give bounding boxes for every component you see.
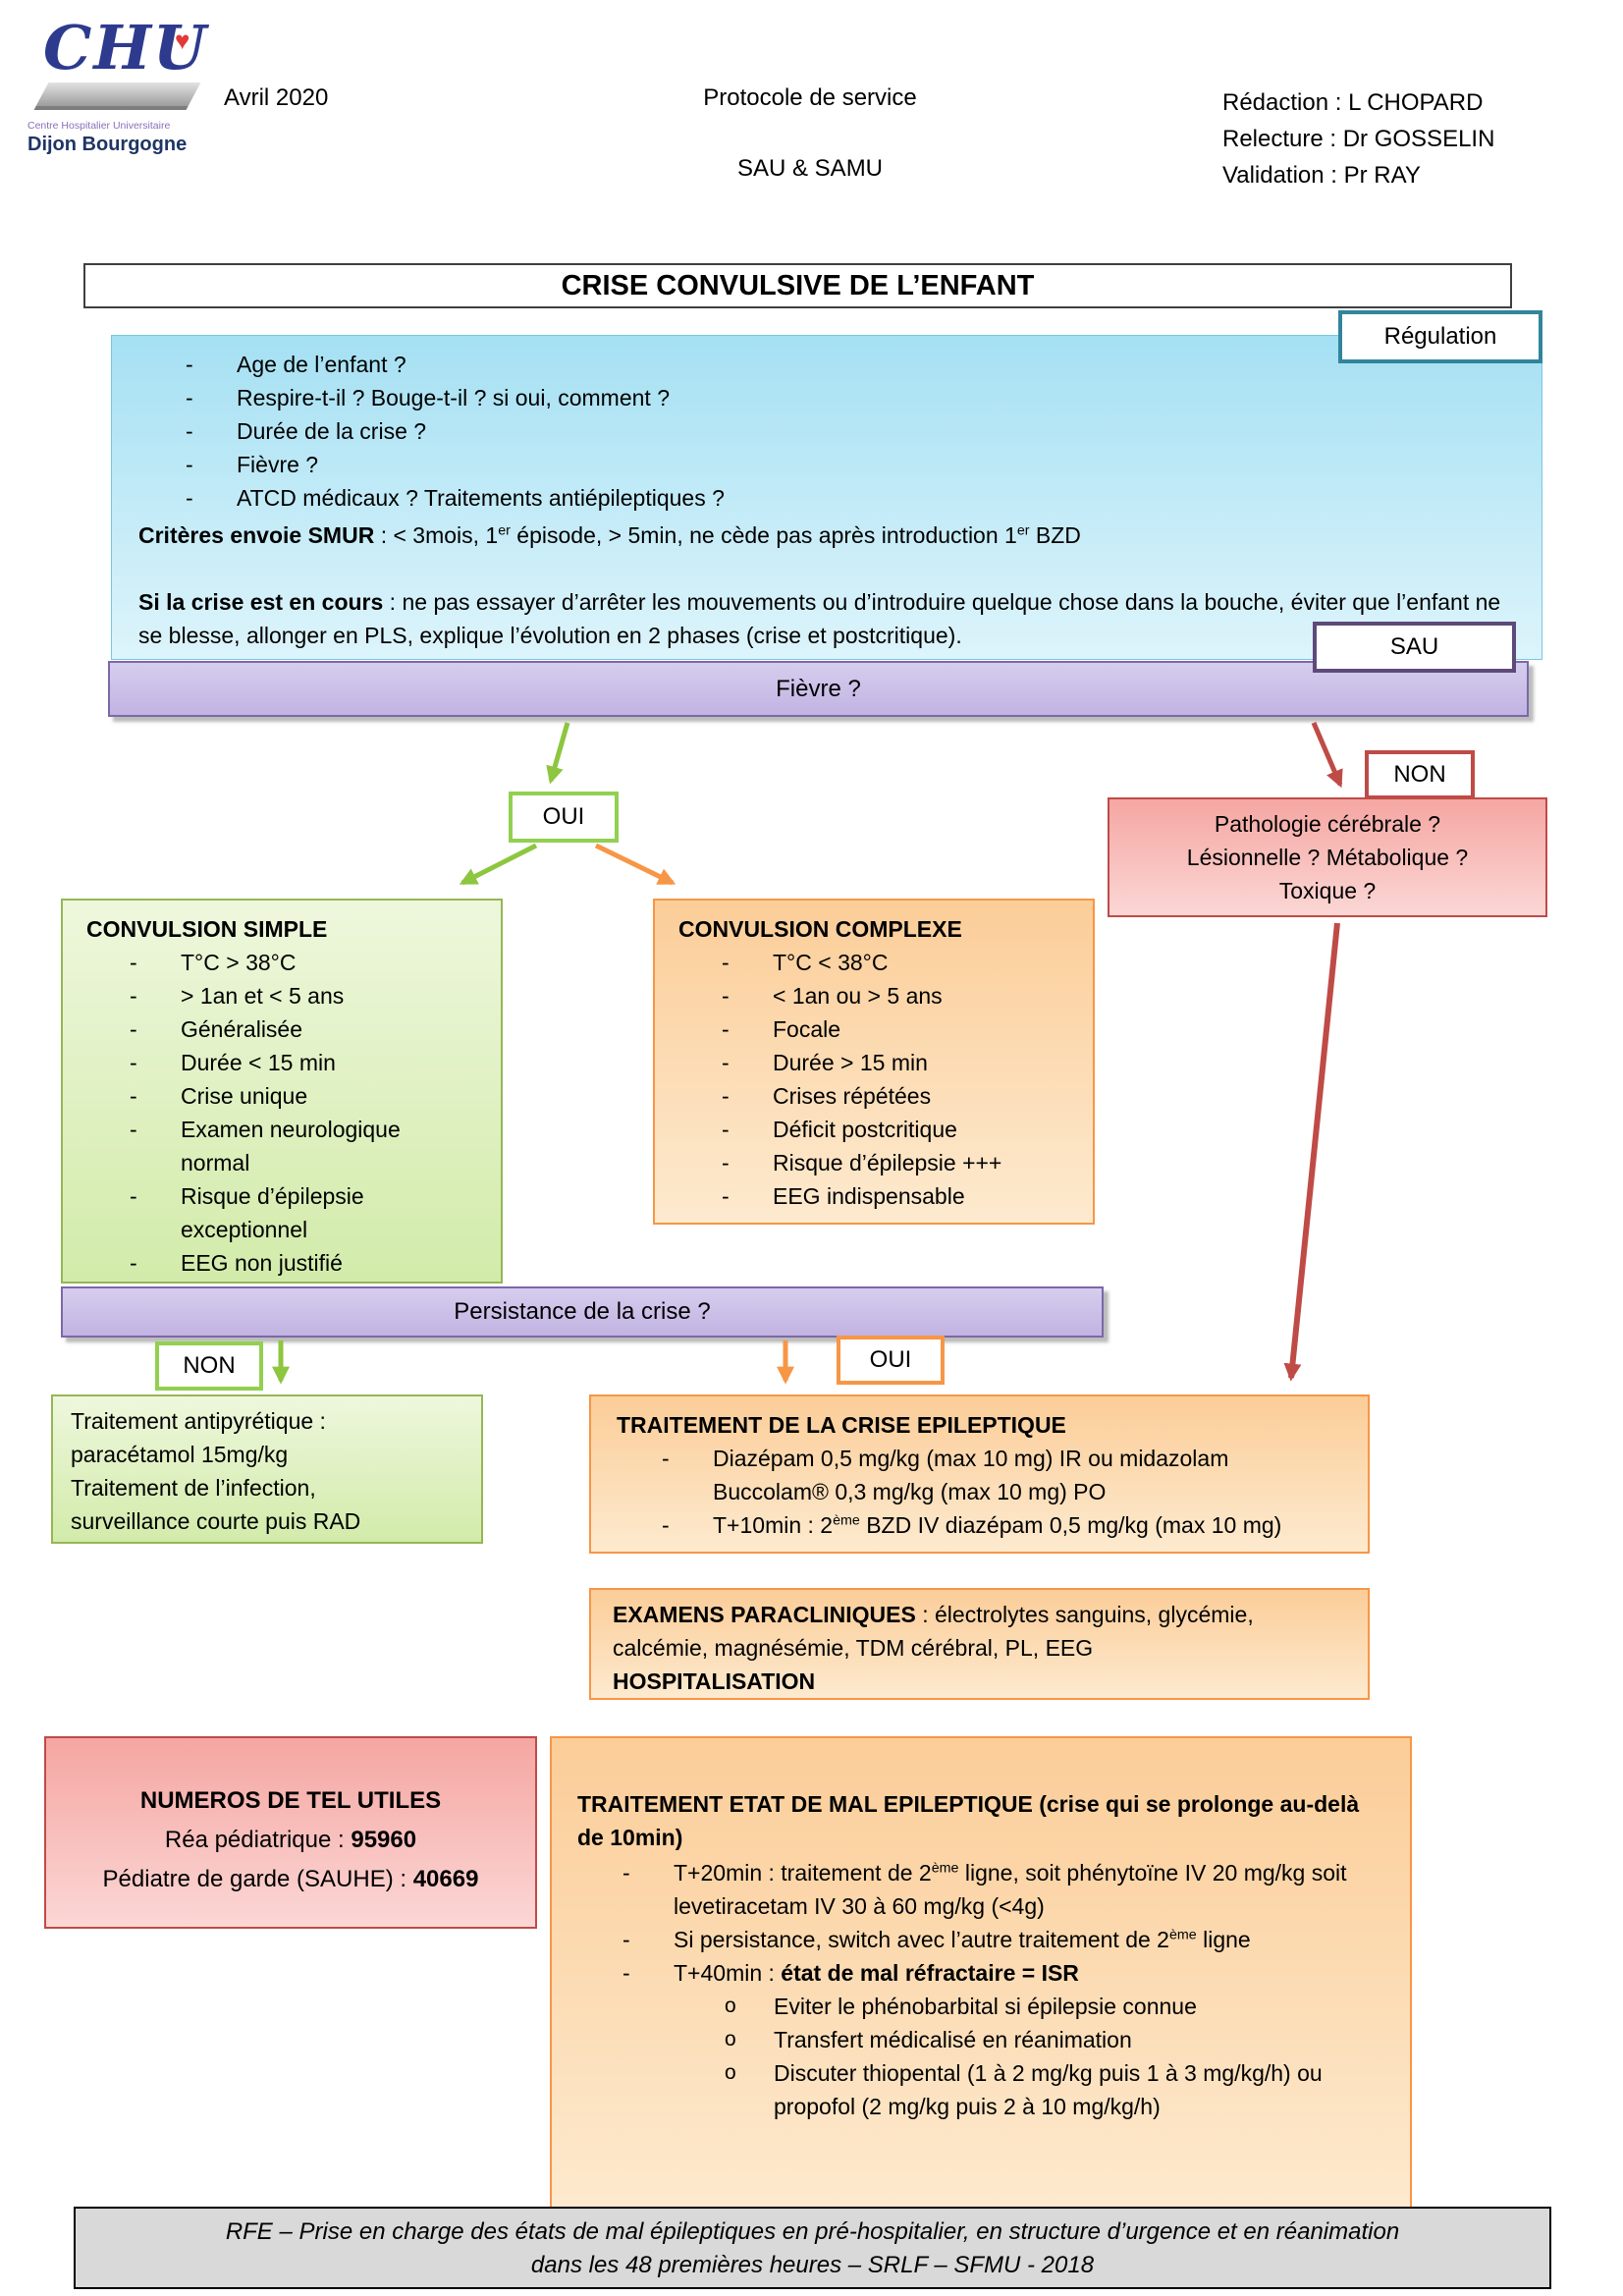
chu-logo-subtitle: Centre Hospitalier Universitaire	[27, 120, 171, 132]
complexe-item: T°C < 38°C	[722, 946, 1073, 979]
simple-item: Risque d’épilepsie exceptionnel	[130, 1179, 444, 1246]
page-title: CRISE CONVULSIVE DE L’ENFANT	[561, 269, 1035, 301]
question-bullet: Respire-t-il ? Bouge-t-il ? si oui, comm…	[186, 381, 1512, 414]
arrow-fievre-to-non	[1311, 722, 1343, 789]
complexe-item: Crises répétées	[722, 1079, 1073, 1113]
convulsion-complexe-title: CONVULSION COMPLEXE	[678, 916, 962, 942]
antipyretique-line: surveillance courte puis RAD	[71, 1508, 361, 1534]
antipyretique-line: Traitement antipyrétique :	[71, 1408, 326, 1434]
footer-line: RFE – Prise en charge des états de mal é…	[225, 2218, 1400, 2245]
question-bullet: Fièvre ?	[186, 448, 1512, 481]
etat-de-mal-subitem: Discuter thiopental (1 à 2 mg/kg puis 1 …	[725, 2056, 1353, 2123]
heart-icon: ♥	[175, 26, 190, 55]
doc-type: Protocole de service	[703, 84, 917, 111]
simple-item: EEG non justifié	[130, 1246, 481, 1280]
simple-item: Durée < 15 min	[130, 1046, 481, 1079]
hospitalisation-line: HOSPITALISATION	[613, 1668, 816, 1694]
crise-en-cours-note: Si la crise est en cours : ne pas essaye…	[138, 589, 1501, 648]
complexe-item: Durée > 15 min	[722, 1046, 1073, 1079]
question-bullet: Durée de la crise ?	[186, 414, 1512, 448]
pathologie-line: Lésionnelle ? Métabolique ?	[1186, 845, 1469, 870]
antipyretique-line: Traitement de l’infection,	[71, 1475, 316, 1501]
etat-de-mal-item: T+20min : traitement de 2ème ligne, soit…	[622, 1856, 1384, 1923]
complexe-item: Risque d’épilepsie +++	[722, 1146, 1073, 1179]
complexe-item: < 1an ou > 5 ans	[722, 979, 1073, 1012]
fievre-bar: Fièvre ?	[108, 661, 1529, 717]
doc-service: SAU & SAMU	[736, 155, 884, 182]
persistance-non-badge: NON	[155, 1341, 263, 1391]
numeros-line: Réa pédiatrique : 95960	[164, 1827, 417, 1853]
numeros-box: NUMEROS DE TEL UTILES Réa pédiatrique : …	[44, 1736, 537, 1929]
chu-logo-city: Dijon Bourgogne	[27, 134, 188, 155]
traitement-crise-item: Diazépam 0,5 mg/kg (max 10 mg) IR ou mid…	[662, 1442, 1290, 1508]
antipyretique-box: Traitement antipyrétique : paracétamol 1…	[51, 1394, 483, 1544]
fievre-non-badge: NON	[1365, 750, 1475, 799]
simple-item: Examen neurologique normal	[130, 1113, 473, 1179]
etat-de-mal-subitem: Eviter le phénobarbital si épilepsie con…	[725, 1990, 1353, 2023]
simple-item: Crise unique	[130, 1079, 481, 1113]
complexe-item: EEG indispensable	[722, 1179, 1073, 1213]
persistance-oui-badge: OUI	[837, 1336, 945, 1385]
relecture-line: Relecture : Dr GOSSELIN	[1222, 126, 1495, 152]
convulsion-complexe-box: CONVULSION COMPLEXE T°C < 38°C < 1an ou …	[653, 899, 1095, 1225]
doc-authors: Rédaction : L CHOPARD Relecture : Dr GOS…	[1222, 84, 1546, 193]
convulsion-simple-box: CONVULSION SIMPLE T°C > 38°C > 1an et < …	[61, 899, 503, 1284]
simple-item: T°C > 38°C	[130, 946, 481, 979]
doc-date: Avril 2020	[224, 84, 329, 111]
traitement-crise-box: TRAITEMENT DE LA CRISE EPILEPTIQUE Diazé…	[589, 1394, 1370, 1554]
chu-logo: CHU ♥ Centre Hospitalier Universitaire D…	[27, 12, 219, 174]
traitement-crise-item: T+10min : 2ème BZD IV diazépam 0,5 mg/kg…	[662, 1508, 1344, 1542]
sau-badge: SAU	[1313, 622, 1516, 673]
examens-box: EXAMENS PARACLINIQUES : électrolytes san…	[589, 1588, 1370, 1700]
smur-criteria: Critères envoie SMUR : < 3mois, 1er épis…	[138, 522, 1081, 548]
pathologie-box: Pathologie cérébrale ? Lésionnelle ? Mét…	[1108, 797, 1547, 917]
simple-item: > 1an et < 5 ans	[130, 979, 481, 1012]
etat-de-mal-box: TRAITEMENT ETAT DE MAL EPILEPTIQUE (cris…	[550, 1736, 1412, 2219]
fievre-label: Fièvre ?	[776, 675, 861, 702]
complexe-item: Focale	[722, 1012, 1073, 1046]
arrow-oui-to-complexe	[594, 843, 676, 886]
etat-de-mal-title: TRAITEMENT ETAT DE MAL EPILEPTIQUE (cris…	[577, 1791, 1360, 1850]
fievre-oui-badge: OUI	[509, 792, 619, 843]
question-bullet: ATCD médicaux ? Traitements antiépilepti…	[186, 481, 1512, 515]
pathologie-line: Pathologie cérébrale ?	[1214, 811, 1441, 837]
redaction-line: Rédaction : L CHOPARD	[1222, 89, 1484, 116]
persistance-bar: Persistance de la crise ?	[61, 1286, 1104, 1338]
arrow-pathologie-to-traitement	[1283, 922, 1340, 1382]
examens-line: EXAMENS PARACLINIQUES : électrolytes san…	[613, 1602, 1254, 1661]
arrow-oui-to-simple	[459, 843, 538, 886]
regulation-questions-box: Age de l’enfant ? Respire-t-il ? Bouge-t…	[111, 335, 1542, 660]
chu-logo-text: CHU	[43, 12, 208, 83]
question-bullet: Age de l’enfant ?	[186, 348, 1512, 381]
building-graphic	[33, 82, 201, 110]
footer-reference: RFE – Prise en charge des états de mal é…	[74, 2207, 1551, 2289]
arrow-fievre-to-oui	[546, 722, 570, 785]
footer-line: dans les 48 premières heures – SRLF – SF…	[530, 2252, 1095, 2278]
regulation-badge: Régulation	[1338, 310, 1542, 363]
traitement-crise-title: TRAITEMENT DE LA CRISE EPILEPTIQUE	[617, 1412, 1066, 1438]
pathologie-line: Toxique ?	[1278, 878, 1377, 903]
validation-line: Validation : Pr RAY	[1222, 162, 1421, 189]
title-box: CRISE CONVULSIVE DE L’ENFANT	[83, 263, 1512, 308]
numeros-line: Pédiatre de garde (SAUHE) : 40669	[102, 1866, 479, 1892]
etat-de-mal-item: Si persistance, switch avec l’autre trai…	[622, 1923, 1380, 1956]
etat-de-mal-subitem: Transfert médicalisé en réanimation	[725, 2023, 1353, 2056]
persistance-label: Persistance de la crise ?	[454, 1298, 711, 1325]
etat-de-mal-item: T+40min : état de mal réfractaire = ISR	[622, 1956, 1380, 1990]
convulsion-simple-title: CONVULSION SIMPLE	[86, 916, 328, 942]
simple-item: Généralisée	[130, 1012, 481, 1046]
antipyretique-line: paracétamol 15mg/kg	[71, 1442, 289, 1467]
numeros-title: NUMEROS DE TEL UTILES	[139, 1787, 442, 1814]
complexe-item: Déficit postcritique	[722, 1113, 1073, 1146]
